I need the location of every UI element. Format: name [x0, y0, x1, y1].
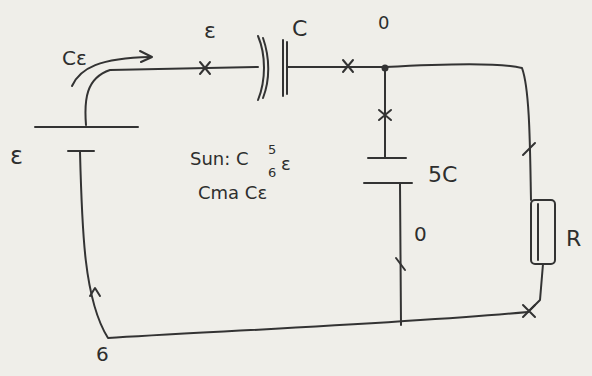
capacitor-plate: [258, 36, 264, 100]
battery-long-plate: [35, 126, 138, 128]
capacitor-plate: [282, 40, 284, 96]
cross-mark: [343, 60, 353, 72]
battery-short-plate: [68, 150, 94, 152]
capacitor-plate: [368, 157, 406, 159]
potential-label: 6: [96, 344, 109, 364]
wire: [287, 64, 531, 200]
arrow-head: [140, 51, 152, 62]
capacitance-label: 5C: [428, 164, 457, 186]
wire: [85, 67, 258, 125]
resistor-symbol: [531, 200, 555, 264]
wire: [80, 152, 528, 338]
cross-mark: [523, 305, 535, 317]
tick-mark: [396, 258, 405, 270]
fraction-numerator: 5: [268, 143, 276, 156]
note-text: Cma Cε: [198, 184, 267, 202]
fraction-denominator: 6: [268, 166, 276, 179]
capacitance-label: C: [292, 18, 307, 40]
cross-mark: [379, 110, 391, 120]
capacitor-plate: [364, 182, 412, 184]
cross-mark: [200, 62, 210, 74]
wire: [384, 69, 386, 157]
capacitor-plate: [263, 38, 268, 98]
wire: [400, 184, 401, 325]
current-label: Cε: [62, 48, 87, 68]
resistor-label: R: [566, 228, 581, 250]
note-text: Sun: C: [190, 150, 249, 168]
resistor-symbol: [537, 204, 539, 260]
note-text: ε: [281, 155, 291, 173]
potential-label: 0: [378, 14, 389, 32]
emf-label: ε: [10, 144, 23, 168]
potential-label: 0: [414, 224, 427, 244]
voltage-label: ε: [204, 20, 216, 42]
tick-mark: [90, 288, 100, 296]
tick-mark: [523, 143, 535, 155]
